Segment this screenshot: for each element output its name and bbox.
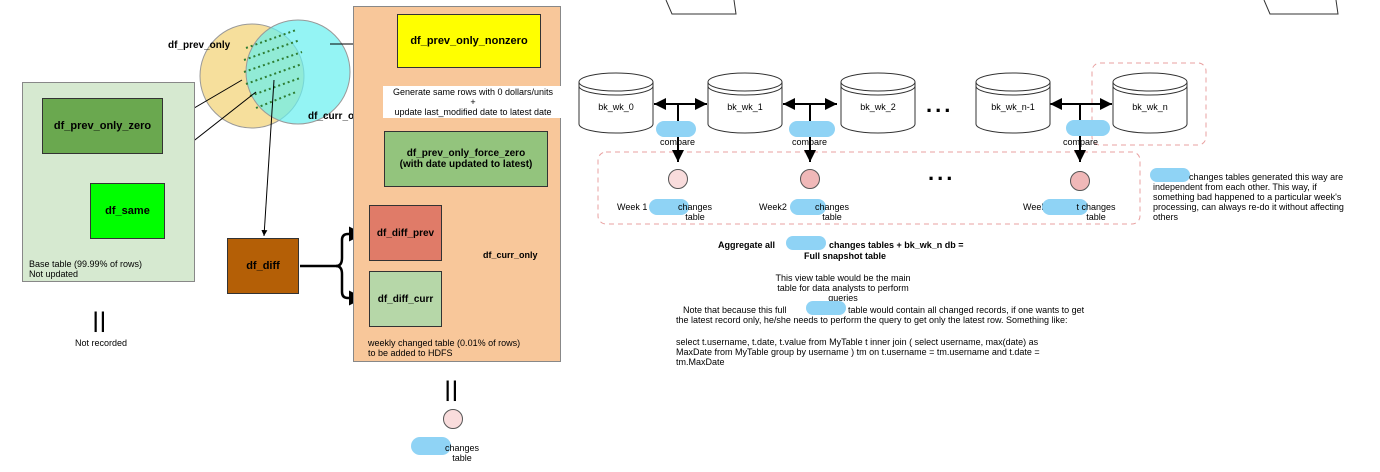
note-prefix: Note that because this full — [683, 305, 787, 315]
changes-circle-2 — [800, 169, 820, 189]
sql-query: select t.username, t.date, t.value from … — [676, 337, 1040, 367]
orange-equals-sign: || — [444, 377, 459, 401]
ellipsis-bottom: ... — [928, 160, 956, 185]
compare-label-2: compare — [792, 137, 828, 147]
weekly-changed-note: weekly changed table (0.01% of rows) to … — [368, 338, 521, 358]
generate-rows-note: Generate same rows with 0 dollars/units … — [383, 86, 563, 118]
db-label: bk_wk_0 — [598, 102, 634, 112]
db-bk-wk-2[interactable]: bk_wk_2 — [840, 72, 916, 134]
aggregate-line-2: Full snapshot table — [804, 251, 887, 261]
changes-table-circle — [443, 409, 463, 429]
compare-label-3: compare — [1063, 137, 1099, 147]
redacted-mark — [1042, 199, 1088, 215]
df-diff-box[interactable]: df_diff — [227, 238, 299, 294]
database-icon — [707, 72, 783, 134]
redacted-mark — [789, 121, 835, 137]
venn-curr-label: df_curr_only — [308, 111, 369, 122]
db-label: bk_wk_n-1 — [991, 102, 1035, 112]
df-diff-curr-box[interactable]: df_diff_curr — [369, 271, 442, 327]
df-prev-only-nonzero-box[interactable]: df_prev_only_nonzero — [397, 14, 541, 68]
base-table-note: Base table (99.99% of rows) Not updated — [29, 259, 143, 279]
database-icon — [840, 72, 916, 134]
redacted-mark — [790, 199, 826, 215]
database-icon — [578, 72, 654, 134]
database-icon — [1112, 72, 1188, 134]
db-bk-wk-0[interactable]: bk_wk_0 — [578, 72, 654, 134]
base-footer-label: Not recorded — [75, 338, 128, 348]
changes-table-label: changes table — [444, 443, 480, 463]
compare-label-1: compare — [660, 137, 696, 147]
base-equals-sign: || — [92, 308, 107, 332]
redacted-mark — [411, 437, 451, 455]
redacted-mark — [806, 301, 846, 315]
database-icon — [975, 72, 1051, 134]
db-label: bk_wk_1 — [727, 102, 763, 112]
changes-circle-1 — [668, 169, 688, 189]
df-same-box[interactable]: df_same — [90, 183, 165, 239]
redacted-mark — [1150, 168, 1190, 182]
df-diff-prev-box[interactable]: df_diff_prev — [369, 205, 442, 261]
db-bk-wk-n[interactable]: bk_wk_n — [1112, 72, 1188, 134]
redacted-mark — [649, 199, 689, 215]
week-1-label: Week 1 — [617, 202, 648, 212]
week-2-label: Week2 — [759, 202, 787, 212]
redacted-mark — [1066, 120, 1110, 136]
view-table-note: This view table would be the main table … — [775, 273, 911, 303]
db-label: bk_wk_2 — [860, 102, 896, 112]
venn-curr-circle — [245, 19, 351, 125]
week-1-suffix: changes table — [677, 202, 713, 222]
orange-curr-only-label: df_curr_only — [483, 250, 538, 260]
venn-prev-label: df_prev_only — [168, 40, 231, 51]
changes-circle-3 — [1070, 171, 1090, 191]
df-prev-only-zero-box[interactable]: df_prev_only_zero — [42, 98, 163, 154]
note-rest: table would contain all changed records,… — [676, 305, 1085, 325]
redacted-mark — [786, 236, 826, 250]
db-label: bk_wk_n — [1132, 102, 1168, 112]
venn-hatch — [243, 29, 303, 109]
df-prev-only-force-zero-box[interactable]: df_prev_only_force_zero (with date updat… — [384, 131, 548, 187]
aggregate-prefix: Aggregate all — [718, 240, 776, 250]
week-2-suffix: changes table — [814, 202, 850, 222]
side-note: changes tables generated this way are in… — [1153, 172, 1344, 222]
db-bk-wk-1[interactable]: bk_wk_1 — [707, 72, 783, 134]
db-bk-wk-n-1[interactable]: bk_wk_n-1 — [975, 72, 1051, 134]
redacted-mark — [656, 121, 696, 137]
aggregate-suffix: changes tables + bk_wk_n db = — [829, 240, 964, 250]
ellipsis-top: ... — [926, 92, 954, 117]
week-n-suffix: t changes table — [1076, 202, 1116, 222]
week-n-label: Week — [1023, 202, 1046, 212]
